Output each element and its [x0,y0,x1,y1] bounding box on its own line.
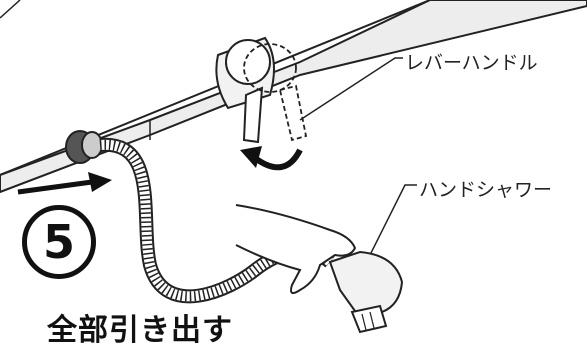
hand-arm [235,204,357,295]
lever-handle-label: レバーハンドル [405,52,538,74]
hand-shower-label: ハンドシャワー [419,179,553,201]
right-arrow-icon [17,172,112,195]
step-caption: 全部引き出す [47,313,233,348]
hose-connector [65,130,103,164]
leader-lines [299,57,417,256]
step-number-badge: 5 [22,205,96,279]
hand-shower-head [328,250,404,334]
step-number: 5 [42,215,75,269]
counterclockwise-arrow-icon [240,146,303,171]
lever-handle-drawing [242,43,308,144]
